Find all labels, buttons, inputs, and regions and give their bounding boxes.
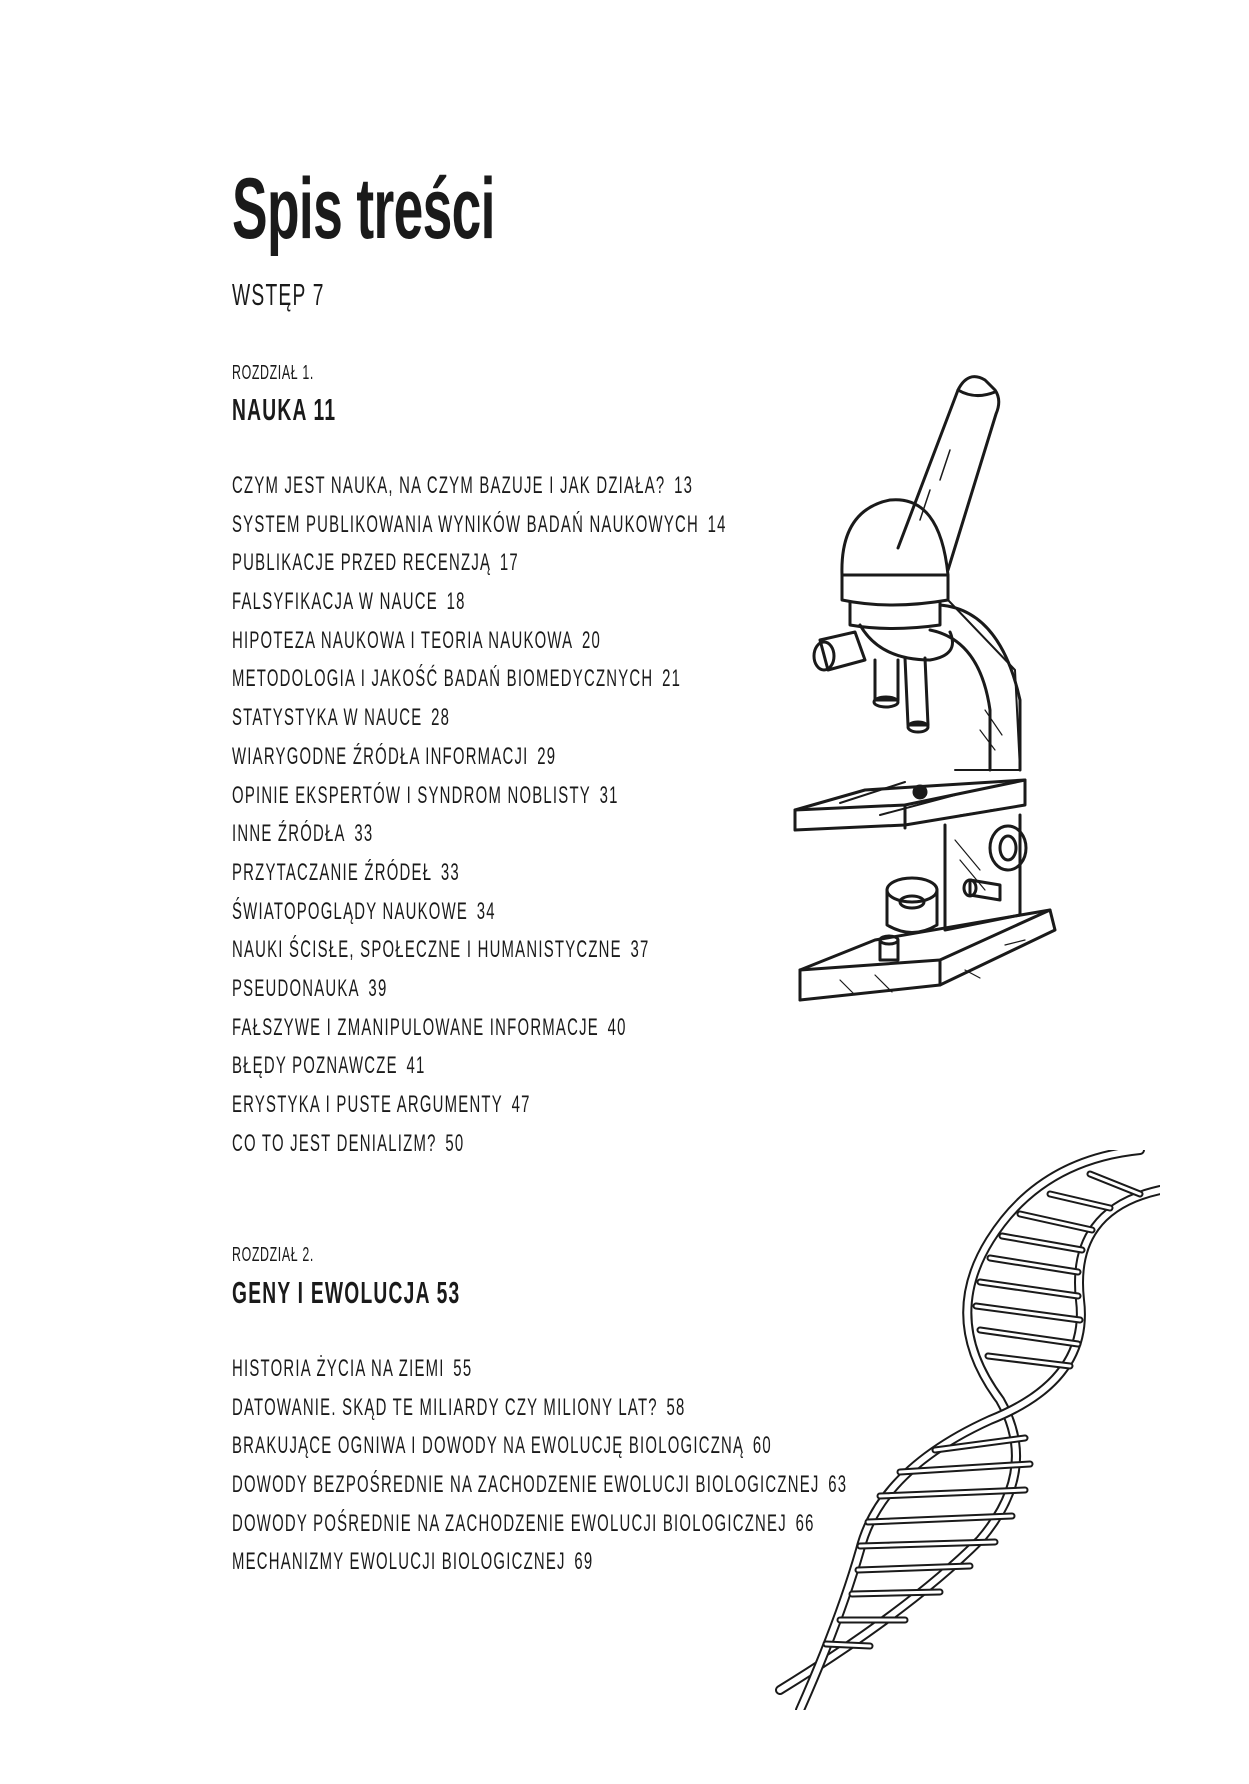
toc-entry-page: 69: [574, 1548, 594, 1576]
toc-entry[interactable]: BRAKUJĄCE OGNIWA I DOWODY NA EWOLUCJĘ BI…: [232, 1432, 847, 1471]
chapter-2-label: ROZDZIAŁ 2.: [232, 1244, 314, 1266]
toc-entry-page: 31: [599, 781, 619, 809]
intro-page: 7: [312, 277, 325, 312]
toc-entry[interactable]: HIPOTEZA NAUKOWA I TEORIA NAUKOWA 20: [232, 627, 727, 666]
toc-entry[interactable]: DOWODY BEZPOŚREDNIE NA ZACHODZENIE EWOLU…: [232, 1471, 847, 1510]
toc-entry-page: 28: [431, 704, 451, 732]
intro-entry[interactable]: WSTĘP 7: [232, 277, 325, 313]
toc-entry-page: 60: [752, 1432, 772, 1460]
toc-entry-title: STATYSTYKA W NAUCE: [232, 704, 423, 732]
toc-entry-title: FAŁSZYWE I ZMANIPULOWANE INFORMACJE: [232, 1013, 599, 1041]
toc-entry[interactable]: CZYM JEST NAUKA, NA CZYM BAZUJE I JAK DZ…: [232, 472, 727, 511]
toc-entry[interactable]: SYSTEM PUBLIKOWANIA WYNIKÓW BADAŃ NAUKOW…: [232, 511, 727, 550]
toc-entry-page: 18: [446, 588, 466, 616]
toc-entry-title: BRAKUJĄCE OGNIWA I DOWODY NA EWOLUCJĘ BI…: [232, 1432, 745, 1460]
toc-entry-title: WIARYGODNE ŹRÓDŁA INFORMACJI: [232, 742, 529, 770]
toc-entry-page: 37: [630, 936, 650, 964]
toc-entry-title: SYSTEM PUBLIKOWANIA WYNIKÓW BADAŃ NAUKOW…: [232, 510, 699, 538]
toc-entry-page: 66: [795, 1509, 815, 1537]
toc-entry[interactable]: CO TO JEST DENIALIZM? 50: [232, 1130, 727, 1169]
toc-entry[interactable]: NAUKI ŚCISŁE, SPOŁECZNE I HUMANISTYCZNE 3…: [232, 936, 727, 975]
toc-entry[interactable]: MECHANIZMY EWOLUCJI BIOLOGICZNEJ 69: [232, 1548, 847, 1587]
chapter-1-title[interactable]: NAUKA 11: [232, 392, 337, 427]
toc-entry-page: 41: [406, 1052, 426, 1080]
toc-entry-title: ŚWIATOPOGLĄDY NAUKOWE: [232, 897, 469, 925]
toc-entry[interactable]: DATOWANIE. SKĄD TE MILIARDY CZY MILIONY …: [232, 1394, 847, 1433]
toc-entry-title: MECHANIZMY EWOLUCJI BIOLOGICZNEJ: [232, 1548, 566, 1576]
chapter-2-title[interactable]: GENY I EWOLUCJA 53: [232, 1275, 461, 1310]
toc-entry[interactable]: INNE ŹRÓDŁA 33: [232, 820, 727, 859]
toc-entry-page: 40: [607, 1013, 627, 1041]
toc-entry[interactable]: WIARYGODNE ŹRÓDŁA INFORMACJI 29: [232, 743, 727, 782]
page-title: Spis treści: [232, 161, 496, 257]
toc-entry-title: CO TO JEST DENIALIZM?: [232, 1129, 437, 1157]
toc-entry[interactable]: STATYSTYKA W NAUCE 28: [232, 704, 727, 743]
toc-entry[interactable]: OPINIE EKSPERTÓW I SYNDROM NOBLISTY 31: [232, 782, 727, 821]
toc-entry-title: OPINIE EKSPERTÓW I SYNDROM NOBLISTY: [232, 781, 591, 809]
microscope-icon: [793, 375, 1057, 1002]
dna-helix-icon: [775, 1150, 1160, 1710]
toc-entry[interactable]: ERYSTYKA I PUSTE ARGUMENTY 47: [232, 1091, 727, 1130]
toc-entry-page: 14: [707, 510, 727, 538]
toc-entry[interactable]: FAŁSZYWE I ZMANIPULOWANE INFORMACJE 40: [232, 1014, 727, 1053]
toc-entry-title: NAUKI ŚCISŁE, SPOŁECZNE I HUMANISTYCZNE: [232, 936, 622, 964]
toc-entry-title: DOWODY BEZPOŚREDNIE NA ZACHODZENIE EWOLU…: [232, 1471, 820, 1499]
toc-entry[interactable]: FALSYFIKACJA W NAUCE 18: [232, 588, 727, 627]
toc-entry-page: 21: [662, 665, 682, 693]
toc-entry-title: DOWODY POŚREDNIE NA ZACHODZENIE EWOLUCJI…: [232, 1509, 787, 1537]
toc-entry-page: 50: [445, 1129, 465, 1157]
toc-entry-page: 47: [511, 1091, 531, 1118]
toc-entry[interactable]: DOWODY POŚREDNIE NA ZACHODZENIE EWOLUCJI…: [232, 1510, 847, 1549]
chapter-1-label: ROZDZIAŁ 1.: [232, 362, 314, 384]
toc-entry-page: 63: [828, 1471, 848, 1499]
toc-entry-page: 58: [666, 1393, 686, 1421]
toc-entry-title: DATOWANIE. SKĄD TE MILIARDY CZY MILIONY …: [232, 1393, 658, 1421]
toc-entry-page: 33: [354, 820, 374, 848]
toc-entry-title: HIPOTEZA NAUKOWA I TEORIA NAUKOWA: [232, 626, 574, 654]
toc-entry[interactable]: HISTORIA ŻYCIA NA ZIEMI 55: [232, 1355, 847, 1394]
toc-entry-page: 55: [453, 1355, 473, 1382]
toc-entry-title: CZYM JEST NAUKA, NA CZYM BAZUJE I JAK DZ…: [232, 472, 666, 499]
toc-entry[interactable]: BŁĘDY POZNAWCZE 41: [232, 1052, 727, 1091]
toc-entry-title: PUBLIKACJE PRZED RECENZJĄ: [232, 549, 492, 577]
toc-entry-title: ERYSTYKA I PUSTE ARGUMENTY: [232, 1091, 503, 1118]
toc-entry-title: FALSYFIKACJA W NAUCE: [232, 588, 438, 616]
toc-entry-title: PSEUDONAUKA: [232, 974, 360, 1002]
toc-entry-page: 17: [499, 549, 519, 577]
toc-entry-title: PRZYTACZANIE ŹRÓDEŁ: [232, 858, 433, 886]
toc-entry[interactable]: PSEUDONAUKA 39: [232, 975, 727, 1014]
toc-entry-page: 33: [440, 858, 460, 886]
toc-entry[interactable]: METODOLOGIA I JAKOŚĆ BADAŃ BIOMEDYCZNYCH…: [232, 665, 727, 704]
toc-entry-title: HISTORIA ŻYCIA NA ZIEMI: [232, 1355, 445, 1382]
toc-entry-page: 34: [476, 897, 496, 925]
toc-entry-page: 20: [582, 626, 602, 654]
chapter-1-entries: CZYM JEST NAUKA, NA CZYM BAZUJE I JAK DZ…: [232, 472, 1030, 1168]
intro-label: WSTĘP: [232, 277, 307, 312]
toc-entry-page: 13: [674, 472, 694, 499]
toc-entry-page: 39: [368, 974, 388, 1002]
toc-entry-title: INNE ŹRÓDŁA: [232, 820, 346, 848]
toc-entry-title: METODOLOGIA I JAKOŚĆ BADAŃ BIOMEDYCZNYCH: [232, 665, 654, 693]
toc-entry-page: 29: [537, 742, 557, 770]
toc-entry-title: BŁĘDY POZNAWCZE: [232, 1052, 398, 1080]
